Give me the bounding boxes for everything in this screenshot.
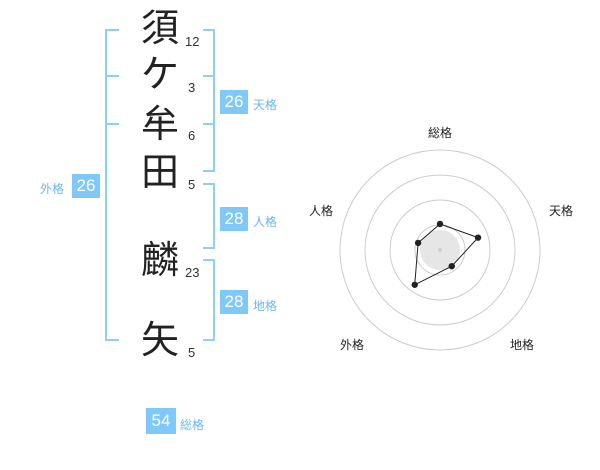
- name-char: 牟: [140, 102, 179, 146]
- bracket-tick: [203, 170, 215, 172]
- radar-point: [474, 234, 482, 241]
- name-char: 麟: [140, 238, 179, 282]
- radar-point: [411, 281, 418, 288]
- stroke-count: 5: [188, 177, 196, 192]
- bracket-line: [213, 183, 215, 249]
- bracket-line: [213, 29, 215, 172]
- chikaku-value: 28: [220, 290, 248, 314]
- radar-axis-label: 人格: [309, 204, 334, 218]
- name-char: 須: [140, 6, 179, 50]
- name-char: 田: [140, 150, 179, 194]
- jinkaku-value: 28: [220, 207, 248, 231]
- bracket-tick: [203, 247, 215, 249]
- tenkaku-label: 天格: [253, 98, 278, 112]
- bracket-tick: [203, 259, 215, 261]
- bracket-line: [105, 29, 107, 341]
- radar-polygon: [414, 223, 479, 286]
- bracket-tick: [203, 183, 215, 185]
- radar-ring: [364, 174, 516, 326]
- stroke-count: 6: [188, 128, 196, 143]
- radar-axis-label: 総格: [428, 126, 453, 140]
- radar-point: [414, 239, 422, 247]
- stroke-count: 3: [188, 80, 196, 95]
- chikaku-label: 地格: [253, 299, 278, 313]
- bracket-tick: [105, 123, 119, 125]
- bracket-tick: [105, 29, 119, 31]
- bracket-tick: [105, 339, 119, 341]
- stroke-count: 5: [188, 345, 196, 360]
- bracket-tick: [203, 29, 215, 31]
- radar-point: [448, 262, 455, 270]
- jinkaku-label: 人格: [253, 215, 278, 229]
- radar-axis-label: 地格: [510, 338, 535, 352]
- gaikaku-label: 外格: [40, 182, 65, 196]
- gaikaku-value: 26: [72, 174, 100, 198]
- radar-ring: [389, 199, 491, 301]
- fortune-radar-chart: [339, 149, 541, 351]
- radar-point: [436, 220, 444, 228]
- bracket-tick: [203, 123, 215, 125]
- bracket-tick: [105, 75, 119, 77]
- stroke-count: 23: [185, 265, 200, 280]
- radar-points: [411, 220, 482, 288]
- soukaku-label: 総格: [180, 418, 205, 432]
- radar-axis-label: 天格: [549, 204, 574, 218]
- bracket-tick: [203, 339, 215, 341]
- tenkaku-value: 26: [220, 90, 248, 114]
- name-char: 矢: [140, 318, 179, 362]
- radar-axis-label: 外格: [340, 338, 365, 352]
- radar-origin: [438, 248, 442, 252]
- radar-ring: [339, 149, 541, 351]
- soukaku-value: 54: [146, 408, 176, 434]
- name-char: ケ: [140, 52, 179, 96]
- bracket-line: [213, 259, 215, 341]
- stroke-count: 12: [185, 34, 200, 49]
- bracket-tick: [203, 75, 215, 77]
